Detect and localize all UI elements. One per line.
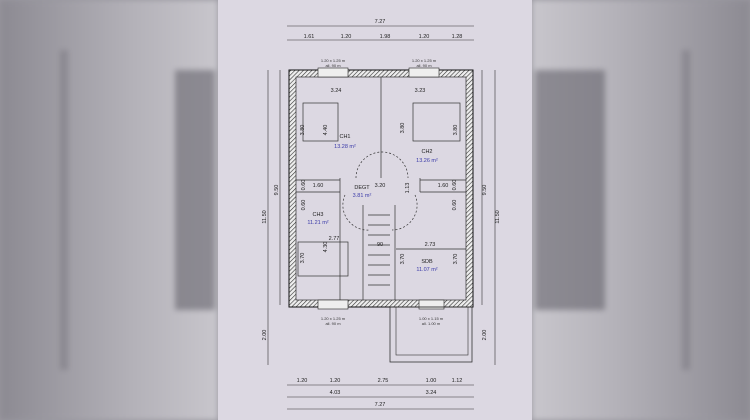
room-ch3-name: CH3 [312, 212, 323, 218]
dim-bed3: 3.70 [300, 253, 306, 264]
dim-bed1: 3.80 [300, 125, 306, 136]
dim-closet: 0.60 [452, 180, 458, 191]
dim-closet: 0.60 [301, 180, 307, 191]
bottom-dim-1: 1.20 [297, 378, 308, 384]
dim-closet-right: 1.60 [438, 183, 449, 189]
right-dim-balcony: 2.00 [482, 330, 488, 341]
top-dim-3: 1.98 [380, 34, 391, 40]
dim-closet: 0.60 [452, 200, 458, 211]
dim-sdb-right: 3.70 [453, 254, 459, 265]
dim-stair: 90 [377, 242, 383, 248]
dim-degt-width: 3.20 [375, 183, 386, 189]
window-bottom-right [418, 299, 445, 310]
window-label: all. 90 m [416, 63, 432, 68]
bottom-subtotal-2: 3.24 [426, 390, 437, 396]
blurred-left-border [0, 0, 218, 420]
left-dim-total: 11.50 [262, 210, 268, 223]
top-total-dim: 7.27 [375, 19, 386, 25]
dim-ch1-depth: 4.40 [323, 125, 329, 136]
floor-plan-sheet: 7.27 1.61 1.20 1.98 1.20 1.28 11.50 9.50… [218, 0, 532, 420]
window-label: all. 90 m [325, 321, 341, 326]
top-dimension-lines [267, 25, 496, 410]
dim-sdb-left: 3.70 [400, 254, 406, 265]
right-dim-total: 11.50 [495, 210, 501, 223]
bottom-total-dim: 7.27 [375, 402, 386, 408]
top-dim-4: 1.20 [419, 34, 430, 40]
window-label: 1.00 x 1.15 m [419, 316, 444, 321]
room-degt-name: DEGT [354, 185, 370, 191]
bottom-dim-2: 1.20 [330, 378, 341, 384]
floor-plan-drawing: 7.27 1.61 1.20 1.98 1.20 1.28 11.50 9.50… [262, 19, 501, 410]
room-ch1-name: CH1 [339, 134, 350, 140]
dim-ch2-width: 3.23 [415, 88, 426, 94]
dim-ch3-depth: 4.30 [323, 242, 329, 253]
room-ch3-area: 11.21 m² [307, 220, 328, 226]
dim-ch3-width: 2.77 [329, 236, 340, 242]
left-dim-balcony: 2.00 [262, 330, 268, 341]
dim-ch1-width: 3.24 [331, 88, 342, 94]
blurred-right-border [532, 0, 750, 420]
left-dim-main: 9.50 [274, 185, 280, 196]
room-sdb-name: SDB [421, 259, 433, 265]
bottom-dim-3: 2.75 [378, 378, 389, 384]
dim-closet-left: 1.60 [313, 183, 324, 189]
partition-walls [296, 77, 466, 300]
window-label: 1.20 x 1.25 m [412, 58, 437, 63]
window-label: all. 90 m [325, 63, 341, 68]
bottom-subtotal-1: 4.03 [330, 390, 341, 396]
top-dim-5: 1.28 [452, 34, 463, 40]
top-dim-2: 1.20 [341, 34, 352, 40]
window-top-left [317, 67, 349, 78]
dim-bed2: 3.80 [453, 125, 459, 136]
dim-closet: 0.60 [301, 200, 307, 211]
bottom-dim-5: 1.12 [452, 378, 463, 384]
room-ch2-area: 13.26 m² [416, 158, 438, 164]
window-label: 1.20 x 1.25 m [321, 316, 346, 321]
room-ch1-area: 13.28 m² [334, 144, 356, 150]
room-sdb-area: 11.07 m² [416, 267, 437, 273]
dim-hall: 1.13 [405, 183, 411, 194]
bottom-dim-4: 1.00 [426, 378, 437, 384]
room-degt-area: 3.81 m² [353, 193, 372, 199]
room-ch2-name: CH2 [421, 149, 432, 155]
window-label: 1.20 x 1.25 m [321, 58, 346, 63]
window-label: all. 1.00 m [422, 321, 441, 326]
top-dim-1: 1.61 [304, 34, 315, 40]
right-dim-main: 9.50 [482, 185, 488, 196]
window-bottom-left [317, 299, 349, 310]
dim-sdb-width: 2.73 [425, 242, 436, 248]
window-top-right [408, 67, 440, 78]
dim-ch2-depth: 3.80 [400, 123, 406, 134]
